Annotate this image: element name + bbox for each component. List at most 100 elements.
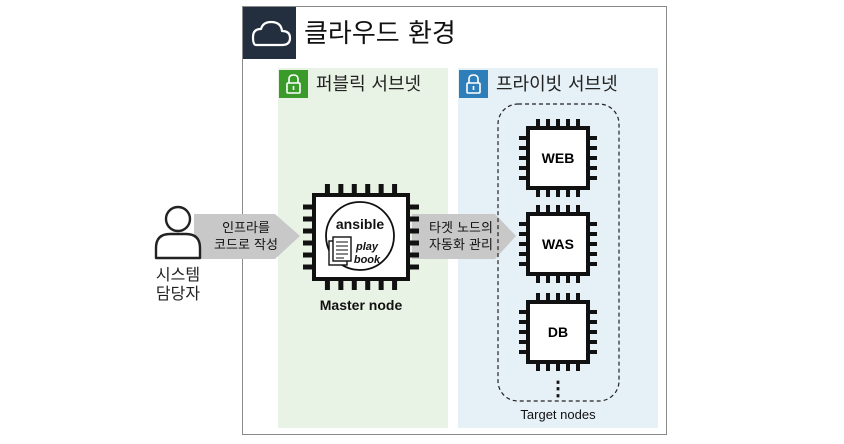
target-chip-pin <box>588 176 597 180</box>
cloud-title: 클라우드 환경 <box>304 19 456 49</box>
target-node-chip-db: DB <box>519 293 597 371</box>
admin-label-line2: 담당자 <box>156 284 200 303</box>
target-chip-pin <box>519 262 528 266</box>
target-chip-pin <box>556 362 560 371</box>
target-chip-pin <box>588 340 597 344</box>
target-chip-pin <box>519 232 528 236</box>
arrow-right-line1: 타겟 노드의 <box>429 221 493 236</box>
target-chip-pin <box>519 340 528 344</box>
master-node-label: Master node <box>320 297 403 313</box>
target-chip-pin <box>556 274 560 283</box>
target-chip-pin <box>546 205 550 214</box>
admin-label-line1: 시스템 <box>156 265 200 284</box>
target-chip-pin <box>588 320 597 324</box>
target-chip-pin <box>536 362 540 371</box>
target-chip-body <box>526 300 590 364</box>
target-chip-pin <box>588 262 597 266</box>
target-chip-pin <box>566 293 570 302</box>
target-chip-pin <box>588 232 597 236</box>
target-chip-pin <box>519 146 528 150</box>
private-subnet-title: 프라이빗 서브넷 <box>496 74 618 95</box>
target-chip-pin <box>588 146 597 150</box>
target-chip-pin <box>519 320 528 324</box>
target-node-chip-web: WEB <box>519 119 597 197</box>
playbook-text-book: book <box>354 254 381 266</box>
master-chip-pin <box>338 279 344 290</box>
target-chip-pin <box>519 156 528 160</box>
master-chip-pin <box>378 279 384 290</box>
target-chip-pin <box>588 242 597 246</box>
master-node-chip <box>303 184 419 290</box>
target-node-label: WEB <box>542 150 575 166</box>
master-chip-pin <box>408 228 419 234</box>
target-chip-pin <box>576 188 580 197</box>
target-chip-pin <box>519 310 528 314</box>
target-chip-pin <box>588 136 597 140</box>
target-chip-pin <box>546 362 550 371</box>
master-chip-pin <box>392 279 398 290</box>
master-chip-pin <box>365 184 371 195</box>
master-chip-pin <box>408 204 419 210</box>
master-chip-pin <box>324 184 330 195</box>
arrow-right-line2: 자동화 관리 <box>429 238 493 253</box>
master-chip-pin <box>408 252 419 258</box>
target-node-label: DB <box>548 324 568 340</box>
target-chip-pin <box>546 188 550 197</box>
target-chip-pin <box>588 350 597 354</box>
ansible-text: ansible <box>336 216 384 232</box>
master-to-targets-arrow <box>412 214 516 259</box>
target-chip-body <box>526 126 590 190</box>
public-subnet-title: 퍼블릭 서브넷 <box>316 74 421 95</box>
target-chip-pin <box>556 188 560 197</box>
master-chip-pin <box>324 279 330 290</box>
target-chip-pin <box>546 119 550 128</box>
target-chip-pin <box>536 188 540 197</box>
master-chip-pin <box>303 216 314 222</box>
master-chip-pin <box>303 240 314 246</box>
target-chip-pin <box>566 274 570 283</box>
master-chip-pin <box>392 184 398 195</box>
master-chip-pin <box>408 264 419 270</box>
target-chip-pin <box>519 136 528 140</box>
master-chip-pin <box>365 279 371 290</box>
playbook-text-play: play <box>355 241 379 253</box>
master-chip-pin <box>378 184 384 195</box>
target-chip-pin <box>576 119 580 128</box>
target-chip-pin <box>576 293 580 302</box>
target-chip-pin <box>566 362 570 371</box>
target-chip-pin <box>519 176 528 180</box>
target-chip-pin <box>536 205 540 214</box>
arrow-left-line1: 인프라를 <box>222 221 270 236</box>
target-node-chip-was: WAS <box>519 205 597 283</box>
target-node-label: WAS <box>542 236 574 252</box>
master-chip-pin <box>338 184 344 195</box>
public-lock-icon <box>286 74 301 94</box>
target-chip-pin <box>588 156 597 160</box>
target-chip-pin <box>588 252 597 256</box>
master-chip-pin <box>351 279 357 290</box>
master-chip-pin <box>351 184 357 195</box>
target-chip-body <box>526 212 590 276</box>
admin-to-master-arrow <box>194 214 300 259</box>
target-chip-pin <box>519 330 528 334</box>
target-chip-pin <box>556 293 560 302</box>
target-chip-pin <box>556 119 560 128</box>
target-chip-pin <box>566 119 570 128</box>
private-lock-icon <box>466 74 481 94</box>
cloud-icon <box>251 20 292 47</box>
target-chip-pin <box>588 166 597 170</box>
master-chip-pin <box>408 240 419 246</box>
target-chip-pin <box>536 119 540 128</box>
target-chip-pin <box>519 242 528 246</box>
target-chip-pin <box>566 205 570 214</box>
target-chip-pin <box>566 188 570 197</box>
target-chip-pin <box>519 252 528 256</box>
master-chip-pin <box>303 228 314 234</box>
arrow-left-line2: 코드로 작성 <box>214 238 278 253</box>
target-chip-pin <box>588 222 597 226</box>
target-chip-pin <box>556 205 560 214</box>
target-nodes-label: Target nodes <box>520 407 596 422</box>
target-chip-pin <box>536 274 540 283</box>
playbook-document-icon <box>328 236 352 266</box>
user-icon <box>154 205 202 260</box>
